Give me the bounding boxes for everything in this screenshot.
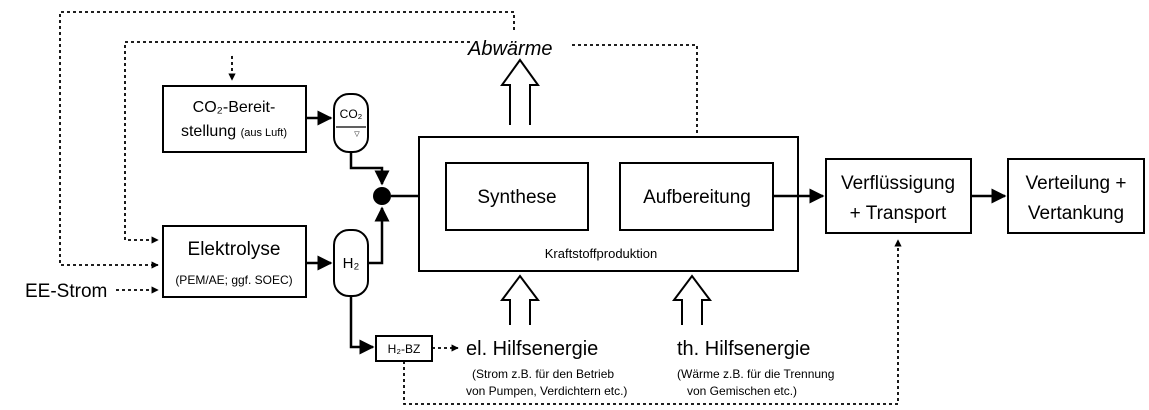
th-hilfs-note1: (Wärme z.B. für die Trennung: [677, 367, 834, 381]
co2-tank: [333, 93, 369, 153]
co2-to-junction-arrow: [349, 152, 390, 186]
elektrolyse-title: Elektrolyse: [188, 239, 281, 260]
ee-strom-label: EE-Strom: [25, 281, 107, 302]
el-hilfs-note1: (Strom z.B. für den Betrieb: [472, 367, 614, 381]
elektrolyse-subtitle: (PEM/AE; ggf. SOEC): [175, 273, 292, 287]
waste-heat-lines: [59, 11, 701, 269]
fuel-production-label: Kraftstoffproduktion: [545, 246, 658, 261]
liquefaction-box: [825, 158, 972, 234]
co2-tank-label: CO₂: [340, 107, 363, 121]
synthese-label: Synthese: [477, 187, 556, 208]
h2-to-fuelcell-arrow: [349, 296, 375, 355]
elektrolyse-box: [162, 225, 307, 298]
distribution-line2: Vertankung: [1028, 203, 1124, 224]
el-hilfs-up-arrow: [500, 274, 540, 325]
waste-heat-up-arrow: [500, 58, 540, 125]
fuelcell-to-liquefaction-line: [403, 239, 902, 405]
distribution-line1: Verteilung +: [1026, 173, 1127, 194]
co2-supply-line1: CO₂-Bereit-: [193, 99, 276, 116]
waste-heat-label: Abwärme: [467, 38, 552, 60]
h2-to-junction-arrow: [368, 206, 390, 265]
svg-text:▽: ▽: [354, 131, 360, 138]
th-hilfs-title: th. Hilfsenergie: [677, 338, 810, 360]
aufbereitung-label: Aufbereitung: [643, 187, 751, 208]
liquefaction-line1: Verflüssigung: [841, 173, 955, 194]
liquefaction-line2: + Transport: [850, 203, 947, 224]
el-hilfs-note2: von Pumpen, Verdichtern etc.): [466, 384, 627, 398]
mixing-junction: [373, 187, 391, 205]
th-hilfs-up-arrow: [672, 274, 712, 325]
co2-supply-line2: stellung (aus Luft): [181, 123, 287, 140]
co2-supply-box: [162, 85, 307, 153]
h2-fuelcell-label: H₂-BZ: [388, 342, 421, 356]
th-hilfs-note2: von Gemischen etc.): [687, 384, 797, 398]
el-hilfs-title: el. Hilfsenergie: [466, 338, 598, 360]
h2-tank-label: H₂: [343, 255, 360, 272]
synthese-box: [445, 162, 589, 231]
distribution-box: [1007, 158, 1145, 234]
